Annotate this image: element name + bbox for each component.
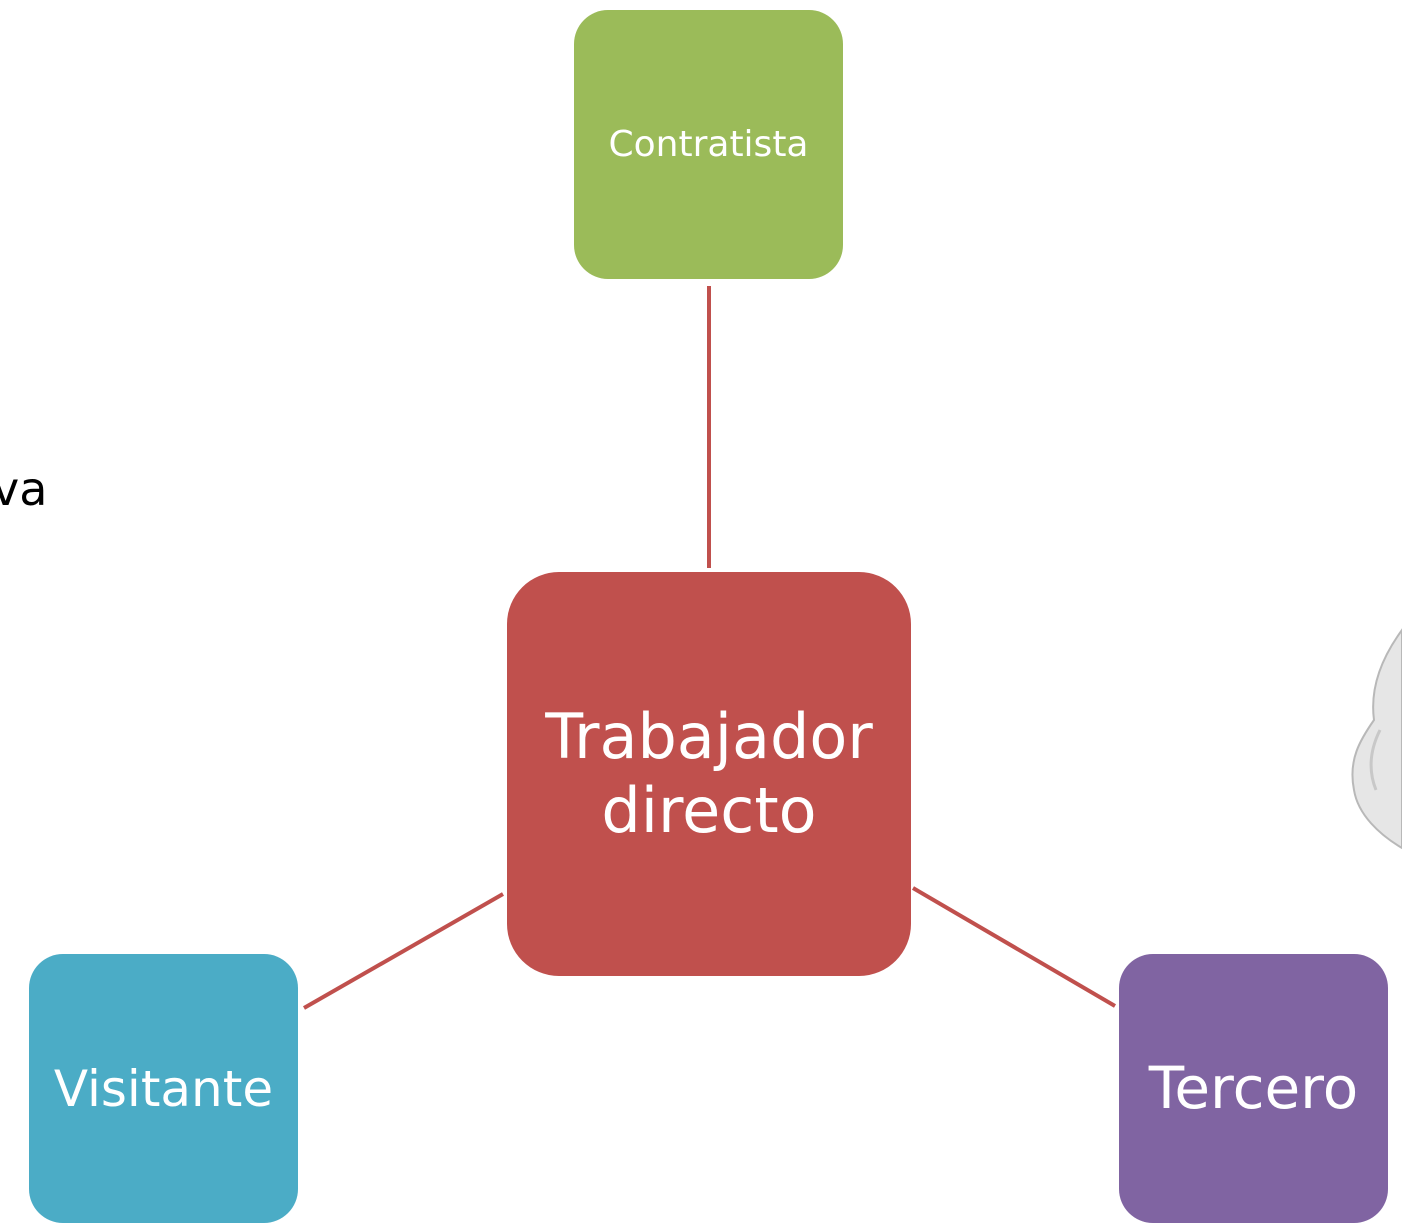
connector-left (303, 892, 504, 1010)
connector-right (911, 886, 1117, 1008)
node-visitante-label: Visitante (53, 1059, 274, 1118)
node-tercero-label: Tercero (1148, 1053, 1359, 1122)
cropped-figure-image (1351, 628, 1402, 850)
node-contratista: Contratista (574, 10, 843, 279)
node-trabajador-directo: Trabajador directo (507, 572, 911, 976)
node-contratista-label: Contratista (608, 123, 809, 165)
node-trabajador-directo-label: Trabajador directo (545, 699, 873, 847)
clipped-text-fragment: va (0, 462, 48, 516)
node-tercero: Tercero (1119, 954, 1388, 1223)
node-visitante: Visitante (29, 954, 298, 1223)
